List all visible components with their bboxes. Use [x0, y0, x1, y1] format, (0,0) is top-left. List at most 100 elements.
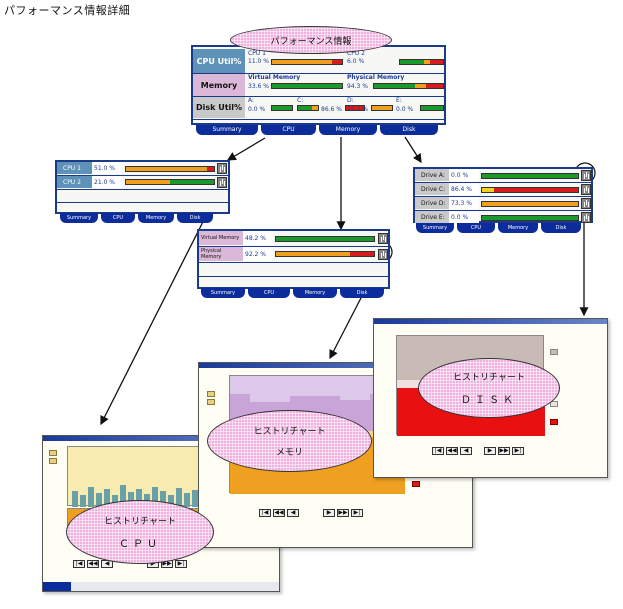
- disk-history-callout-label: ＤＩＳＫ: [461, 395, 517, 406]
- tab-memory[interactable]: Memory: [293, 288, 337, 298]
- first-page-button[interactable]: |◀: [73, 560, 85, 568]
- drive-a-row-bar: [481, 173, 579, 179]
- prev-button[interactable]: ◀: [287, 509, 299, 517]
- cpu2-row-value: 21.0 %: [92, 176, 122, 188]
- tab-memory[interactable]: Memory: [498, 223, 538, 233]
- drive-e-history-icon[interactable]: [581, 212, 591, 223]
- last-page-button[interactable]: ▶|: [512, 447, 524, 455]
- drive-a-row-label: Drive A:: [415, 169, 449, 181]
- tab-memory[interactable]: Memory: [138, 213, 174, 223]
- disk-c-bar-red: [345, 105, 365, 111]
- arrow-to-disk-panel: [404, 136, 422, 164]
- cpu1-value: 11.0 %: [248, 58, 269, 65]
- virtual-memory-row-label: Virtual Memory: [199, 231, 243, 245]
- disk-a-bar: [271, 105, 293, 111]
- drive-e-row-bar: [481, 215, 579, 221]
- physical-memory-bar: [373, 83, 444, 89]
- next-page-button[interactable]: ▶▶: [498, 447, 510, 455]
- chart-option-button[interactable]: [49, 458, 57, 464]
- disk-e-bar: [420, 105, 444, 111]
- tab-disk[interactable]: Disk: [340, 288, 384, 298]
- tab-cpu[interactable]: CPU: [101, 213, 135, 223]
- disk-d-bar: [371, 105, 393, 111]
- tab-summary[interactable]: Summary: [60, 213, 98, 223]
- cpu2-value: 6.0 %: [347, 58, 365, 65]
- disk-panel: Drive A: 0.0 % Drive C: 86.4 % Drive D: …: [413, 167, 593, 223]
- chart-option-button[interactable]: [207, 391, 215, 397]
- drive-d-row-label: Drive D:: [415, 197, 449, 209]
- drive-d-row-bar: [481, 201, 579, 207]
- prev-page-button[interactable]: ◀◀: [446, 447, 458, 455]
- cpu2-label: CPU 2: [347, 50, 365, 57]
- memory-history-callout: ヒストリチャート メモリ: [207, 410, 372, 472]
- cpu-history-callout: ヒストリチャート ＣＰＵ: [66, 500, 214, 564]
- arrow-to-cpu-panel: [226, 137, 266, 161]
- row-divider: [415, 210, 591, 211]
- tab-summary[interactable]: Summary: [196, 125, 258, 135]
- cpu2-history-icon[interactable]: [217, 177, 227, 188]
- tab-summary[interactable]: Summary: [201, 288, 245, 298]
- drive-d-history-icon[interactable]: [581, 198, 591, 209]
- next-button[interactable]: ▶: [484, 447, 496, 455]
- disk-history-callout-title: ヒストリチャート: [453, 373, 525, 383]
- disk-a-label: A:: [248, 97, 255, 104]
- prev-button[interactable]: ◀: [460, 447, 472, 455]
- tab-cpu[interactable]: CPU: [457, 223, 495, 233]
- chart-option-button[interactable]: [49, 450, 57, 456]
- cpu2-row-label: CPU 2: [57, 176, 92, 188]
- drive-a-history-icon[interactable]: [581, 170, 591, 181]
- next-page-button[interactable]: ▶▶: [337, 509, 349, 517]
- drive-c-row-value: 86.4 %: [449, 183, 479, 195]
- tab-cpu[interactable]: CPU: [248, 288, 290, 298]
- drive-d-row-value: 73.3 %: [449, 197, 479, 209]
- drive-c-row-bar: [481, 187, 579, 193]
- disk-e-value: 0.0 %: [396, 106, 414, 113]
- tab-disk[interactable]: Disk: [541, 223, 581, 233]
- row-divider: [199, 262, 388, 263]
- row-divider: [199, 246, 388, 247]
- prev-page-button[interactable]: ◀◀: [87, 560, 99, 568]
- cpu1-row-value: 51.0 %: [92, 162, 122, 174]
- cpu1-history-icon[interactable]: [217, 163, 227, 174]
- tab-summary[interactable]: Summary: [416, 223, 454, 233]
- window-titlebar: [374, 319, 607, 324]
- tab-cpu[interactable]: CPU: [261, 125, 316, 135]
- row-divider: [193, 73, 444, 74]
- window-tab[interactable]: [99, 582, 127, 591]
- row-divider: [199, 276, 388, 277]
- summary-panel: CPU Util% Memory Disk Util% CPU 1 11.0 %…: [191, 45, 446, 125]
- physical-memory-row-bar: [275, 251, 375, 257]
- first-page-button[interactable]: |◀: [259, 509, 271, 517]
- cpu2-bar: [399, 59, 444, 65]
- virtual-memory-row-value: 48.2 %: [243, 231, 273, 245]
- window-tab[interactable]: [71, 582, 99, 591]
- disk-a-value: 0.0 %: [248, 106, 266, 113]
- tab-disk[interactable]: Disk: [177, 213, 213, 223]
- window-tab[interactable]: [43, 582, 71, 591]
- virtual-memory-history-icon[interactable]: [378, 233, 388, 244]
- prev-page-button[interactable]: ◀◀: [273, 509, 285, 517]
- row-divider: [193, 119, 444, 120]
- performance-info-callout: パフォーマンス情報: [230, 26, 392, 54]
- virtual-memory-value: 33.6 %: [248, 83, 269, 90]
- first-page-button[interactable]: |◀: [432, 447, 444, 455]
- tab-disk[interactable]: Disk: [380, 125, 438, 135]
- drive-c-history-icon[interactable]: [581, 184, 591, 195]
- row-divider: [415, 182, 591, 183]
- physical-memory-label: Physical Memory: [347, 74, 405, 81]
- last-page-button[interactable]: ▶|: [351, 509, 363, 517]
- legend-swatch: [412, 481, 420, 487]
- tab-memory[interactable]: Memory: [319, 125, 377, 135]
- last-page-button[interactable]: ▶|: [175, 560, 187, 568]
- drive-c-row-label: Drive C:: [415, 183, 449, 195]
- next-button[interactable]: ▶: [323, 509, 335, 517]
- disk-history-callout: ヒストリチャート ＤＩＳＫ: [418, 358, 560, 418]
- disk-c-label: C:: [297, 97, 304, 104]
- window-tab[interactable]: [127, 582, 155, 591]
- chart-option-button[interactable]: [207, 399, 215, 405]
- drive-e-row-label: Drive E:: [415, 211, 449, 223]
- physical-memory-history-icon[interactable]: [378, 249, 388, 260]
- memory-panel: Virtual Memory 48.2 % Physical Memory 92…: [197, 229, 390, 289]
- cpu1-row-bar: [125, 166, 215, 172]
- physical-memory-row-value: 92.2 %: [243, 247, 273, 261]
